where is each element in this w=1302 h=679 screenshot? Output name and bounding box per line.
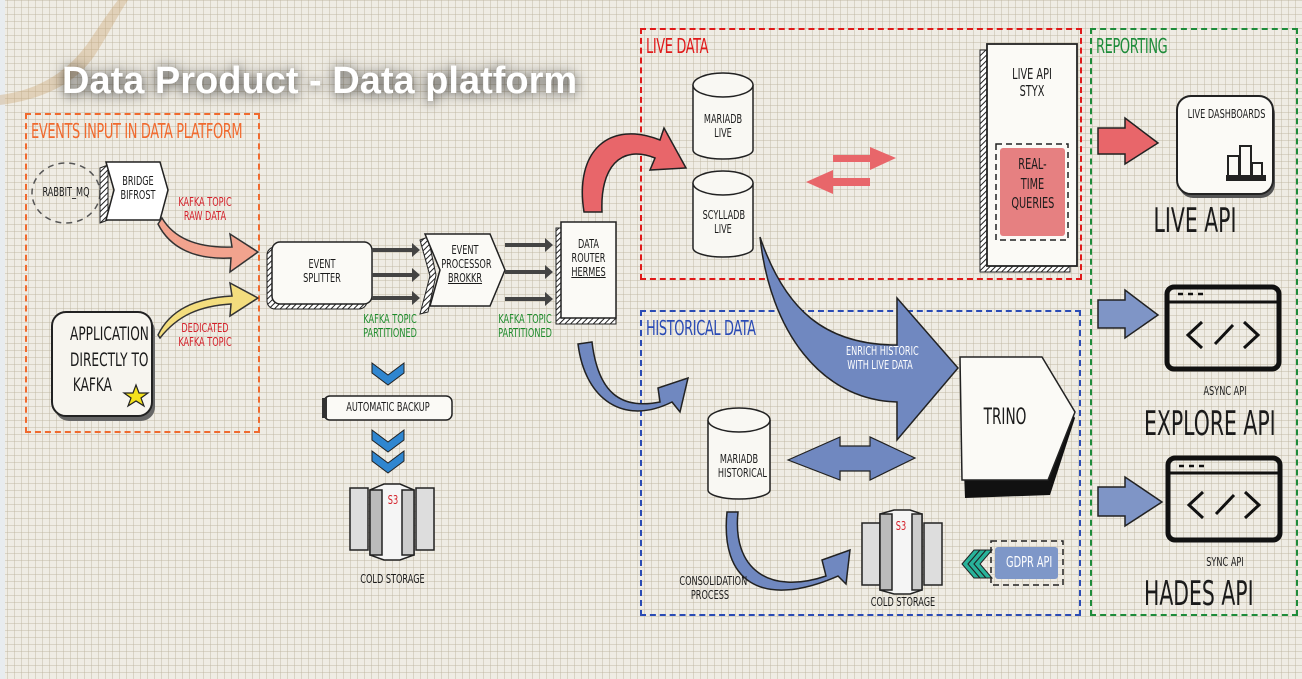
s3-bucket-right bbox=[861, 509, 943, 595]
zone-historical-label: Historical Data bbox=[646, 316, 756, 340]
gdpr-api-fill bbox=[995, 547, 1058, 579]
application-node bbox=[51, 311, 153, 417]
trino-node bbox=[959, 356, 1076, 481]
s3-bucket-left bbox=[349, 483, 435, 561]
partitioned-label-1: Kafka topicpartitioned bbox=[363, 312, 417, 340]
historical-trino-arrow bbox=[786, 436, 917, 481]
scylladb-live-node bbox=[692, 170, 754, 258]
enrich-arrow bbox=[759, 236, 959, 443]
chevron-left-icon bbox=[961, 549, 994, 579]
trino-label: Trino bbox=[983, 405, 1027, 430]
cold-storage-label-right: Cold Storage bbox=[870, 595, 936, 609]
explore-api-arrow bbox=[1097, 288, 1160, 340]
bidirectional-arrow-icon bbox=[806, 147, 896, 194]
s3-label-right: S3 bbox=[895, 519, 907, 533]
hades-api-label: Hades API bbox=[1144, 574, 1254, 614]
code-window-icon bbox=[1165, 455, 1283, 543]
rabbit-mq-label: Rabbit_MQ bbox=[42, 185, 90, 199]
async-api-label: async API bbox=[1203, 384, 1247, 398]
zone-historical-data: Historical Data bbox=[640, 310, 1081, 616]
enrich-label: enrich Historicwith live Data bbox=[846, 344, 919, 372]
data-router-node bbox=[560, 221, 617, 319]
data-router-label: DataRouterHERMES bbox=[571, 237, 606, 279]
mariadb-historical-node bbox=[707, 407, 771, 500]
partition-arrows-1 bbox=[372, 243, 420, 305]
zone-live-label: Live Data bbox=[646, 34, 709, 58]
live-dashboards-label: Live Dashboards bbox=[1187, 107, 1266, 121]
realtime-queries-frame bbox=[995, 143, 1069, 241]
hades-api-arrow bbox=[1097, 475, 1164, 528]
scylladb-live-label: ScyllaDBLive bbox=[702, 208, 746, 236]
event-processor-node bbox=[423, 233, 506, 307]
router-to-historical-arrow bbox=[577, 341, 690, 414]
mariadb-historical-label: MariaDBHistorical bbox=[717, 452, 767, 480]
live-api-label: Live API bbox=[1153, 201, 1237, 241]
s3-label-left: S3 bbox=[387, 493, 399, 507]
zone-events-input: Events input in data platform bbox=[25, 113, 260, 433]
bridge-bifrost-label: BridgeBifrost bbox=[120, 174, 156, 202]
coffee-stain bbox=[0, 0, 128, 105]
explore-api-label: Explore API bbox=[1144, 404, 1276, 444]
realtime-queries-fill bbox=[1000, 148, 1065, 236]
partitioned-label-2: Kafka topicpartitioned bbox=[498, 312, 552, 340]
dedicated-topic-arrow bbox=[157, 281, 260, 340]
router-to-live-arrow bbox=[581, 126, 688, 213]
consolidation-label: ConsolidationProcess bbox=[679, 574, 748, 602]
window-edge bbox=[0, 0, 5, 679]
gdpr-api-frame bbox=[990, 540, 1064, 586]
event-splitter-label: EventSplitter bbox=[303, 257, 341, 285]
event-processor-label: EventProcessorBROKKR bbox=[441, 243, 492, 285]
star-icon bbox=[122, 383, 150, 408]
zone-reporting-label: Reporting bbox=[1096, 34, 1168, 58]
consolidation-arrow bbox=[725, 511, 851, 591]
mariadb-live-node bbox=[692, 72, 754, 160]
bar-chart-icon bbox=[1226, 145, 1266, 181]
mariadb-live-label: MariaDBLive bbox=[703, 112, 743, 140]
zone-reporting: Reporting bbox=[1090, 28, 1298, 616]
dedicated-topic-label: DedicatedKafka topic bbox=[178, 321, 232, 349]
code-window-icon bbox=[1164, 284, 1282, 372]
cold-storage-label-left: Cold Storage bbox=[360, 572, 425, 586]
raw-topic-label: Kafka topicraw data bbox=[178, 195, 232, 223]
realtime-queries-label: Real-timequeries bbox=[1011, 155, 1055, 212]
gdpr-api-button[interactable]: GDPR API bbox=[1006, 553, 1053, 571]
automatic-backup-label: Automatic Backup bbox=[346, 400, 430, 414]
raw-data-arrow bbox=[157, 216, 260, 274]
chevron-down-icon bbox=[371, 362, 405, 474]
partition-arrows-2 bbox=[505, 238, 553, 306]
live-dashboard-arrow bbox=[1097, 116, 1160, 166]
sync-api-label: sync API bbox=[1206, 555, 1244, 569]
page-title: Data Product - Data platform bbox=[62, 60, 578, 102]
application-label: Applicationdirectly toKafka bbox=[70, 323, 149, 397]
zone-events-label: Events input in data platform bbox=[31, 119, 243, 143]
